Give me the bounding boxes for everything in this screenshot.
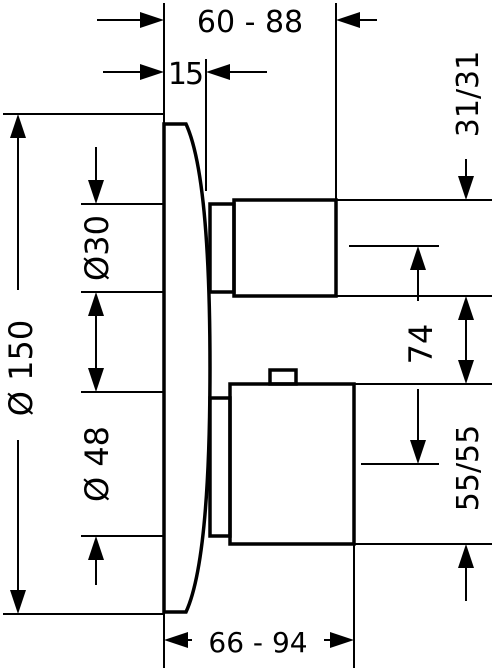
dim-lower-diameter: Ø 48	[78, 313, 116, 585]
dim-vertical-spacing-label: 74	[402, 324, 440, 365]
dim-right-upper: 31/31	[451, 51, 486, 384]
dim-bottom-depth: 66 - 94	[164, 622, 354, 659]
dim-right-lower-label: 55/55	[451, 425, 486, 511]
dim-upper-diameter: Ø30	[78, 147, 116, 361]
dim-right-upper-label: 31/31	[451, 51, 486, 137]
dim-lower-diameter-label: Ø 48	[78, 426, 116, 502]
extension-lines	[3, 3, 492, 668]
wall-plate	[162, 122, 212, 614]
dim-upper-diameter-label: Ø30	[78, 215, 116, 281]
upper-handle	[208, 198, 338, 298]
dim-plate-diameter: Ø 150	[2, 114, 40, 614]
dim-top-offset: 15	[103, 57, 267, 92]
dim-top-depth: 60 - 88	[97, 5, 377, 40]
dim-bottom-depth-label: 66 - 94	[208, 626, 307, 659]
dim-top-offset-label: 15	[168, 57, 202, 92]
dim-plate-diameter-label: Ø 150	[2, 320, 40, 416]
dim-vertical-spacing: 74	[402, 246, 440, 464]
dim-right-lower: 55/55	[451, 425, 486, 601]
dim-top-depth-label: 60 - 88	[197, 5, 303, 40]
lower-handle	[208, 368, 356, 546]
